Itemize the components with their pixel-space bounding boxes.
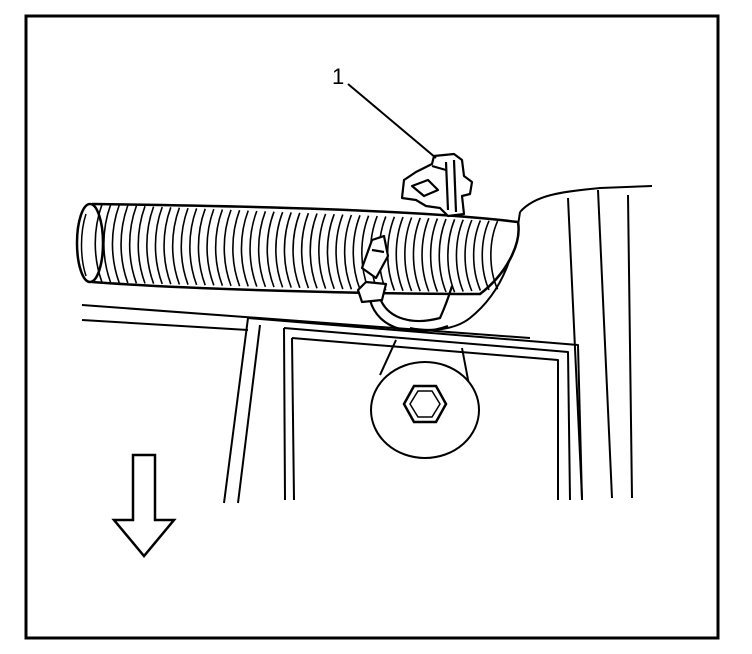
hose-rib <box>120 205 129 284</box>
hose-rib <box>455 219 464 292</box>
hose-retaining-clip <box>356 152 474 333</box>
hose-rib <box>206 208 215 286</box>
hose-rib <box>343 214 353 290</box>
hose-rib <box>421 217 430 292</box>
hose-rib <box>128 205 138 284</box>
hose-rib <box>404 217 413 292</box>
hose-rib <box>438 218 447 293</box>
hose-rib <box>214 209 224 286</box>
hose-rib <box>94 204 103 283</box>
hose-rib <box>240 210 249 287</box>
hose-rib <box>335 214 344 290</box>
hose-rib <box>472 220 482 291</box>
hose-rib <box>309 213 318 289</box>
hose-rib <box>300 212 310 289</box>
hose-rib <box>197 208 206 286</box>
hose-rib <box>163 207 172 285</box>
hose-rib <box>447 219 456 293</box>
leader-line <box>347 83 437 159</box>
hose-rib <box>275 211 284 288</box>
hex-bolt-icon <box>402 384 448 424</box>
hose-rib <box>292 212 301 289</box>
hose-rib <box>266 211 275 288</box>
hose-rib <box>283 212 292 288</box>
hose-rib <box>249 210 258 287</box>
hose-rib <box>352 215 361 290</box>
hose-rib <box>180 207 189 285</box>
hose-rib <box>257 211 267 288</box>
callout-1: 1 <box>332 64 437 159</box>
hose-rib <box>103 204 112 283</box>
hose-rib <box>137 205 146 284</box>
hose-rib <box>318 213 327 289</box>
hose-rib <box>412 217 421 292</box>
hose-rib <box>464 219 473 292</box>
hose-rib <box>189 208 198 286</box>
hose-rib <box>154 206 163 285</box>
bolt-boss <box>370 339 480 459</box>
hose-rib <box>326 213 335 290</box>
corrugated-hose <box>75 202 520 296</box>
hose-rib <box>223 209 232 287</box>
hose-rib <box>481 220 490 291</box>
hose-rib <box>111 204 120 284</box>
hose-ribs <box>94 204 499 293</box>
hose-rib <box>146 206 155 284</box>
hose-rib <box>395 216 404 292</box>
hose-rib <box>171 207 181 285</box>
hose-rib <box>232 209 241 287</box>
hose-rib <box>490 220 499 290</box>
callout-label: 1 <box>332 64 344 89</box>
hose-rib <box>429 218 439 292</box>
arrow-down-icon <box>111 453 177 558</box>
